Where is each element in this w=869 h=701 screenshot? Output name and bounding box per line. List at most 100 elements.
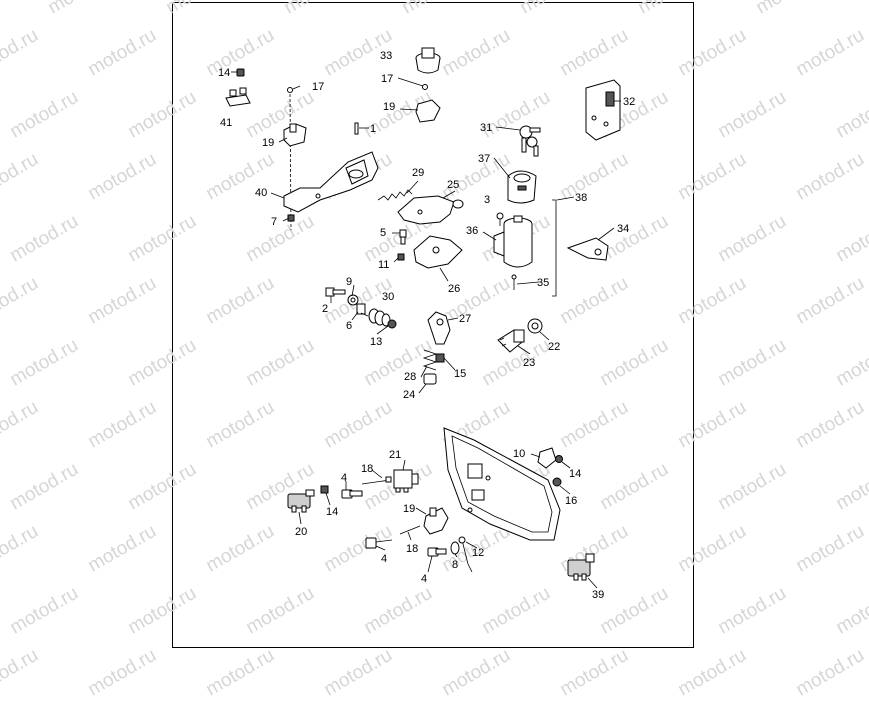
label-19b: 19 xyxy=(383,101,395,113)
part-17-screw-b xyxy=(422,84,428,90)
label-31: 31 xyxy=(480,122,492,134)
label-26: 26 xyxy=(448,283,460,295)
part-2-bolt xyxy=(325,287,346,297)
label-1: 1 xyxy=(370,123,376,135)
part-35-screw xyxy=(511,274,517,290)
label-29: 29 xyxy=(412,167,424,179)
label-2: 2 xyxy=(322,303,328,315)
part-37-switch-cover xyxy=(507,170,537,204)
watermark-text: motod.ru xyxy=(84,644,161,701)
label-17: 17 xyxy=(312,81,324,93)
part-28-spring xyxy=(422,349,438,371)
part-19-clip-b xyxy=(415,99,441,123)
part-5-bolt xyxy=(399,229,407,245)
part-11-nut xyxy=(397,253,405,261)
part-6-bushing xyxy=(356,303,366,315)
watermark-text: motod.ru xyxy=(202,644,279,701)
part-14-nut xyxy=(236,68,245,77)
label-41: 41 xyxy=(220,117,232,129)
label-4: 4 xyxy=(341,472,347,484)
part-19-clip-c xyxy=(423,507,449,535)
label-13: 13 xyxy=(370,336,382,348)
parts-diagram: 14 17 41 1 19 40 7 33 17 19 31 37 3 36 3… xyxy=(218,47,635,601)
part-29-spring xyxy=(377,189,413,201)
label-25: 25 xyxy=(447,179,459,191)
part-10-relay xyxy=(537,447,557,469)
label-20: 20 xyxy=(295,526,307,538)
label-23: 23 xyxy=(523,357,535,369)
label-16: 16 xyxy=(565,495,577,507)
label-27: 27 xyxy=(459,313,471,325)
label-33: 33 xyxy=(380,50,392,62)
label-9: 9 xyxy=(346,276,352,288)
label-34: 34 xyxy=(617,223,629,235)
part-13-nut xyxy=(387,319,397,329)
label-38: 38 xyxy=(575,192,587,204)
part-17-screw xyxy=(287,87,293,93)
part-39-switch xyxy=(567,553,595,581)
part-mounting-plate xyxy=(443,427,561,541)
label-36: 36 xyxy=(466,225,478,237)
part-31-keys xyxy=(519,125,541,157)
leader-lines xyxy=(231,71,621,589)
label-14c: 14 xyxy=(569,468,581,480)
label-3: 3 xyxy=(484,194,490,206)
watermark-text: motod.ru xyxy=(438,644,515,701)
label-24: 24 xyxy=(403,389,415,401)
label-32: 32 xyxy=(623,96,635,108)
part-8-washer xyxy=(450,541,460,555)
part-36-switch-body xyxy=(493,215,533,268)
label-5: 5 xyxy=(380,227,386,239)
part-34-bracket xyxy=(566,237,609,261)
label-37: 37 xyxy=(478,153,490,165)
part-41-clip xyxy=(225,87,251,107)
label-15: 15 xyxy=(454,368,466,380)
part-27-lever xyxy=(427,311,451,345)
label-19c: 19 xyxy=(403,503,415,515)
part-18-pin-b xyxy=(399,525,421,535)
part-40-bracket xyxy=(283,151,379,213)
part-3-screw xyxy=(496,212,504,226)
part-1-pin xyxy=(354,122,359,135)
part-21-relay xyxy=(393,469,419,493)
part-18-pin xyxy=(361,476,392,485)
label-10: 10 xyxy=(513,448,525,460)
label-6: 6 xyxy=(346,320,352,332)
part-25-bracket xyxy=(397,195,464,225)
part-26-bracket xyxy=(413,235,463,269)
watermark-text: motod.ru xyxy=(792,644,869,701)
part-12-wire xyxy=(458,536,473,573)
part-4-bolt xyxy=(341,489,363,499)
part-24-cap xyxy=(423,373,437,385)
part-labels: 14 17 41 1 19 40 7 33 17 19 31 37 3 36 3… xyxy=(218,50,635,601)
label-28: 28 xyxy=(404,371,416,383)
label-18b: 18 xyxy=(406,543,418,555)
part-15-nut xyxy=(435,353,445,363)
part-7-nut xyxy=(287,214,295,222)
label-11: 11 xyxy=(378,259,389,271)
part-14-nut-b xyxy=(320,485,329,494)
label-14: 14 xyxy=(218,67,230,79)
label-21: 21 xyxy=(389,449,401,461)
watermark-text: motod.ru xyxy=(674,644,751,701)
part-33-bushing xyxy=(415,47,441,74)
label-30: 30 xyxy=(382,291,394,303)
part-20-switch xyxy=(287,489,315,513)
label-19: 19 xyxy=(262,137,274,149)
label-4b: 4 xyxy=(381,553,387,565)
label-39: 39 xyxy=(592,589,604,601)
label-14b: 14 xyxy=(326,506,338,518)
watermark-text: motod.ru xyxy=(556,644,633,701)
label-40: 40 xyxy=(255,187,267,199)
label-22: 22 xyxy=(548,341,560,353)
part-14-nut-c xyxy=(555,455,563,463)
label-18: 18 xyxy=(361,463,373,475)
part-9-washer xyxy=(347,294,359,306)
label-7: 7 xyxy=(271,216,277,228)
watermark-text: motod.ru xyxy=(0,644,43,701)
part-19-clip xyxy=(283,123,307,147)
label-12: 12 xyxy=(472,547,484,559)
part-32-cover-plate xyxy=(585,79,621,141)
part-4-bolt-c xyxy=(427,547,447,557)
